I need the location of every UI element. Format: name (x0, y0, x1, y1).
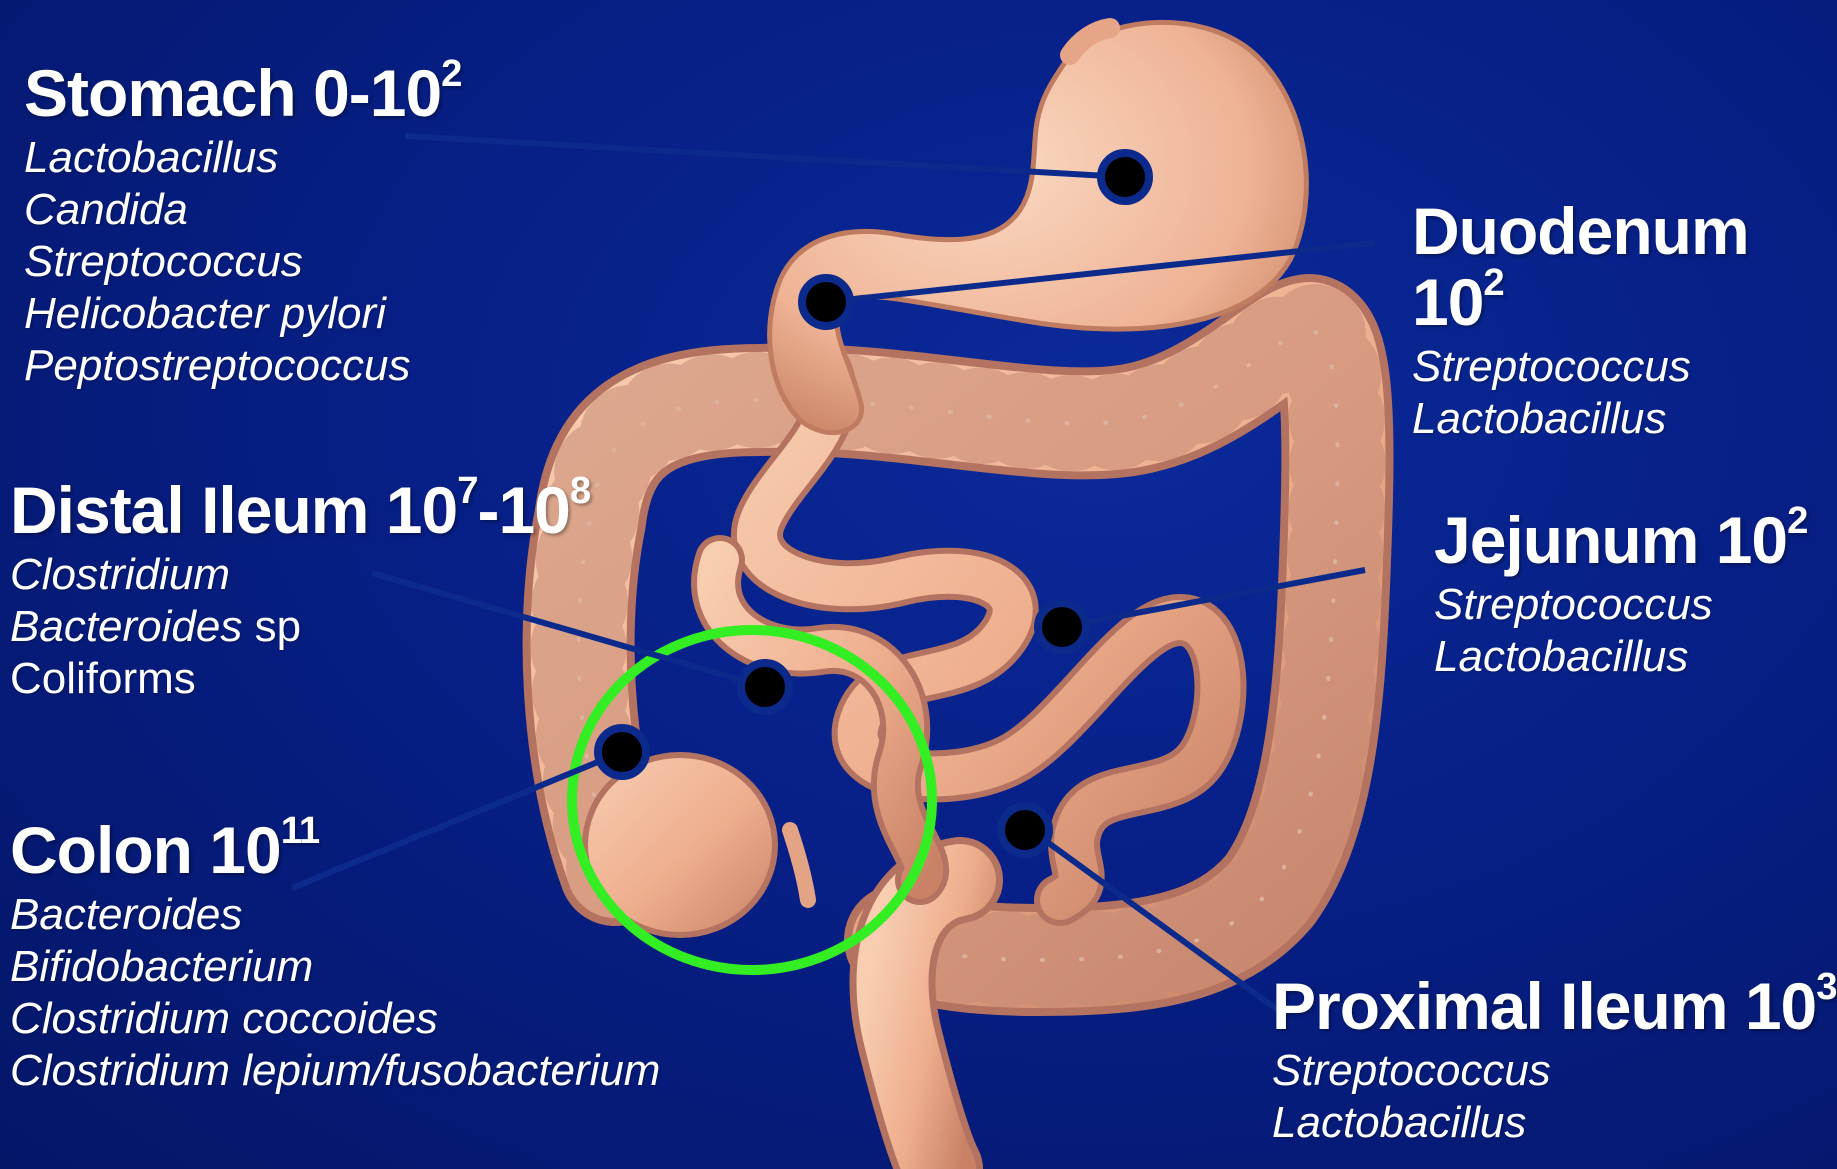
organism: Lactobacillus (24, 132, 461, 184)
organism: Streptococcus (24, 236, 461, 288)
marker-distal-ileum (741, 663, 789, 711)
marker-duodenum (802, 278, 850, 326)
organism: Helicobacter pylori (24, 288, 461, 340)
organism: Clostridium (10, 549, 590, 601)
label-duodenum: Duodenum 102 Streptococcus Lactobacillus (1412, 198, 1837, 445)
label-stomach: Stomach 0-102 Lactobacillus Candida Stre… (24, 55, 461, 392)
jejunum-heading: Jejunum 102 (1434, 502, 1807, 573)
organism: Clostridium lepium/fusobacterium (10, 1045, 660, 1097)
leader-stomach (405, 136, 1125, 177)
label-proximal-ileum: Proximal Ileum 103 Streptococcus Lactoba… (1272, 968, 1837, 1149)
proximal-ileum-heading: Proximal Ileum 103 (1272, 968, 1837, 1039)
organism: Streptococcus (1272, 1045, 1837, 1097)
duodenum-heading: Duodenum 102 (1412, 198, 1837, 335)
label-jejunum: Jejunum 102 Streptococcus Lactobacillus (1434, 502, 1807, 683)
label-distal-ileum: Distal Ileum 107-108 Clostridium Bactero… (10, 472, 590, 705)
distal-ileum-organisms: Clostridium Bacteroides sp Coliforms (10, 549, 590, 705)
marker-jejunum (1038, 603, 1086, 651)
marker-colon (598, 728, 646, 776)
organism: Clostridium coccoides (10, 993, 660, 1045)
organism: Streptococcus (1434, 579, 1807, 631)
marker-stomach (1101, 153, 1149, 201)
label-colon: Colon 1011 Bacteroides Bifidobacterium C… (10, 812, 660, 1097)
jejunum-organisms: Streptococcus Lactobacillus (1434, 579, 1807, 683)
organism: Bacteroides (10, 889, 660, 941)
organism: Bifidobacterium (10, 941, 660, 993)
proximal-ileum-organisms: Streptococcus Lactobacillus (1272, 1045, 1837, 1149)
distal-ileum-heading: Distal Ileum 107-108 (10, 472, 590, 543)
organism: Streptococcus (1412, 341, 1837, 393)
organism: Bacteroides sp (10, 601, 590, 653)
organism: Candida (24, 184, 461, 236)
organism: Coliforms (10, 653, 590, 705)
organism: Peptostreptococcus (24, 340, 461, 392)
marker-proximal-ileum (1001, 806, 1049, 854)
stomach-heading: Stomach 0-102 (24, 55, 461, 126)
colon-organisms: Bacteroides Bifidobacterium Clostridium … (10, 889, 660, 1097)
stomach-organisms: Lactobacillus Candida Streptococcus Heli… (24, 132, 461, 392)
duodenum-organisms: Streptococcus Lactobacillus (1412, 341, 1837, 445)
organism: Lactobacillus (1434, 631, 1807, 683)
organism: Lactobacillus (1272, 1097, 1837, 1149)
colon-heading: Colon 1011 (10, 812, 660, 883)
organism: Lactobacillus (1412, 393, 1837, 445)
